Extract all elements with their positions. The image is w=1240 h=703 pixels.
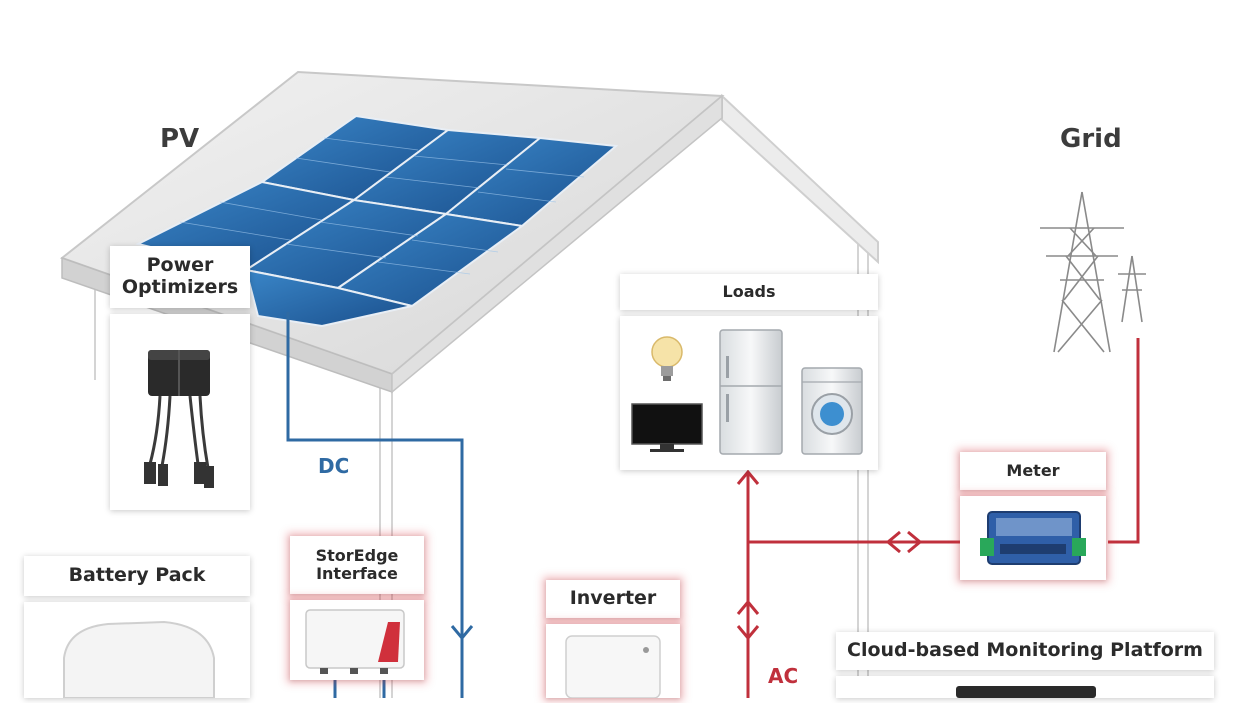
monitoring-label: Cloud-based Monitoring Platform bbox=[847, 639, 1203, 662]
inverter-image-box bbox=[546, 624, 680, 699]
pv-heading: PV bbox=[160, 124, 200, 154]
washing-machine-icon bbox=[801, 367, 863, 455]
solar-cell-grid bbox=[179, 137, 585, 275]
ac-arrow-up-icon bbox=[736, 469, 760, 485]
meter-label-box: Meter bbox=[960, 452, 1106, 490]
battery-pack-label: Battery Pack bbox=[68, 564, 206, 587]
ac-arrow-up-icon bbox=[736, 599, 760, 615]
dc-label: DC bbox=[318, 454, 350, 478]
pylon-icon bbox=[1040, 191, 1146, 353]
inverter-label: Inverter bbox=[569, 587, 657, 610]
refrigerator-icon bbox=[719, 329, 783, 455]
loads-image-box bbox=[620, 316, 878, 470]
inverter-label-box: Inverter bbox=[546, 580, 680, 618]
optimizer-icon bbox=[144, 350, 214, 488]
dc-arrow-icon bbox=[450, 625, 474, 641]
ac-label: AC bbox=[768, 664, 799, 688]
inverter-device-icon bbox=[565, 635, 661, 699]
battery-pack-image-box bbox=[24, 602, 250, 699]
loads-label: Loads bbox=[722, 281, 776, 301]
ac-lines bbox=[746, 338, 1140, 698]
meter-image-box bbox=[960, 496, 1106, 580]
monitor-icon bbox=[956, 686, 1096, 698]
monitoring-image-box bbox=[836, 676, 1214, 698]
power-optimizers-image-box bbox=[110, 314, 250, 510]
battery-pack-label-box: Battery Pack bbox=[24, 556, 250, 596]
grid-heading: Grid bbox=[1060, 124, 1122, 154]
meter-icon bbox=[980, 511, 1086, 565]
storedge-interface-label-box: StorEdge Interface bbox=[290, 536, 424, 594]
loads-icons bbox=[631, 329, 863, 455]
loads-label-box: Loads bbox=[620, 274, 878, 310]
ac-arrow-down-icon bbox=[736, 625, 760, 641]
storedge-interface-label: StorEdge Interface bbox=[315, 545, 399, 583]
monitoring-label-box: Cloud-based Monitoring Platform bbox=[836, 632, 1214, 670]
light-bulb-icon bbox=[651, 336, 683, 381]
storedge-device-icon bbox=[305, 609, 405, 674]
power-optimizers-label-box: Power Optimizers bbox=[110, 246, 250, 308]
power-optimizers-label: Power Optimizers bbox=[121, 254, 239, 298]
ac-arrow-left-icon bbox=[885, 530, 901, 554]
ac-arrow-right-icon bbox=[907, 530, 923, 554]
meter-label: Meter bbox=[1006, 460, 1060, 480]
battery-icon bbox=[63, 620, 215, 699]
tv-icon bbox=[631, 403, 703, 452]
dc-line bbox=[286, 312, 464, 698]
storedge-interface-image-box bbox=[290, 600, 424, 680]
